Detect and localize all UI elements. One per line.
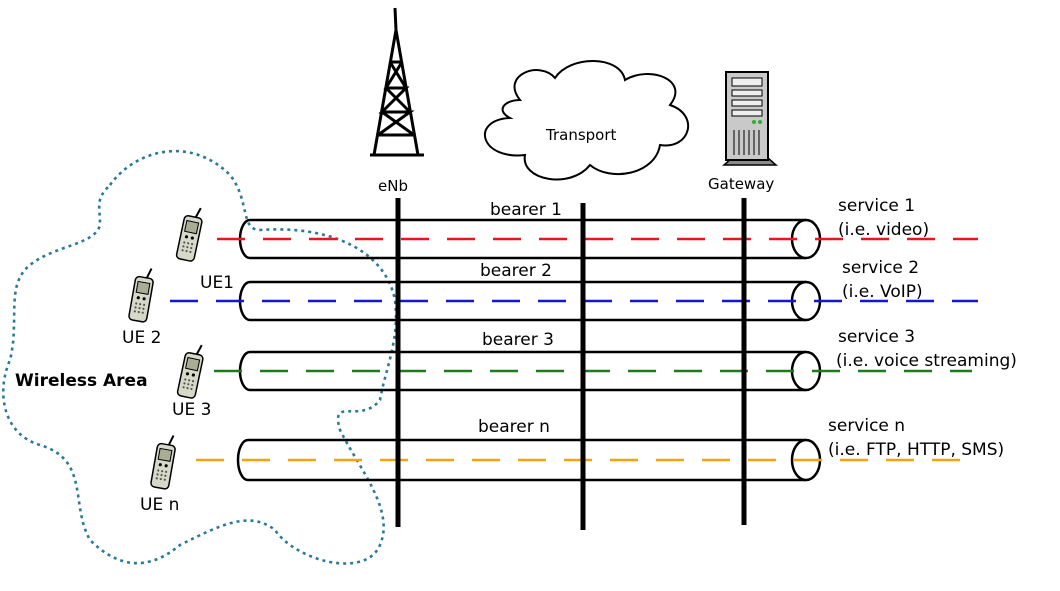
ue-label: UE 3 [172,400,211,420]
bearer-label: bearer 3 [482,330,554,350]
ue-label: UE 2 [122,328,161,348]
service-name: service 3 [838,327,915,347]
wireless-area-outline [2,149,398,565]
server-icon [722,71,778,166]
ue-label: UE n [140,495,179,515]
bearer-label: bearer n [478,417,550,437]
ue-label: UE1 [200,273,234,293]
service-name: service 1 [838,196,915,216]
service-name: service n [828,416,905,436]
enb-label: eNb [378,177,408,195]
mobile-phone-icon [127,265,157,324]
wireless-area-label: Wireless Area [15,371,148,391]
service-example: (i.e. video) [838,220,929,240]
bearer-label: bearer 2 [480,261,552,281]
bearer-label: bearer 1 [490,200,562,220]
service-example: (i.e. voice streaming) [836,351,1017,371]
bearer-pipe [236,438,806,482]
mobile-phone-icon [175,341,207,400]
service-example: (i.e. VoIP) [842,282,923,302]
cloud-icon [483,60,690,181]
service-example: (i.e. FTP, HTTP, SMS) [828,440,1004,460]
service-name: service 2 [842,258,919,278]
gateway-label: Gateway [708,175,774,193]
transport-label: Transport [545,126,617,144]
mobile-phone-icon [149,432,179,491]
mobile-phone-icon [174,204,206,263]
radio-tower-icon [370,7,424,157]
